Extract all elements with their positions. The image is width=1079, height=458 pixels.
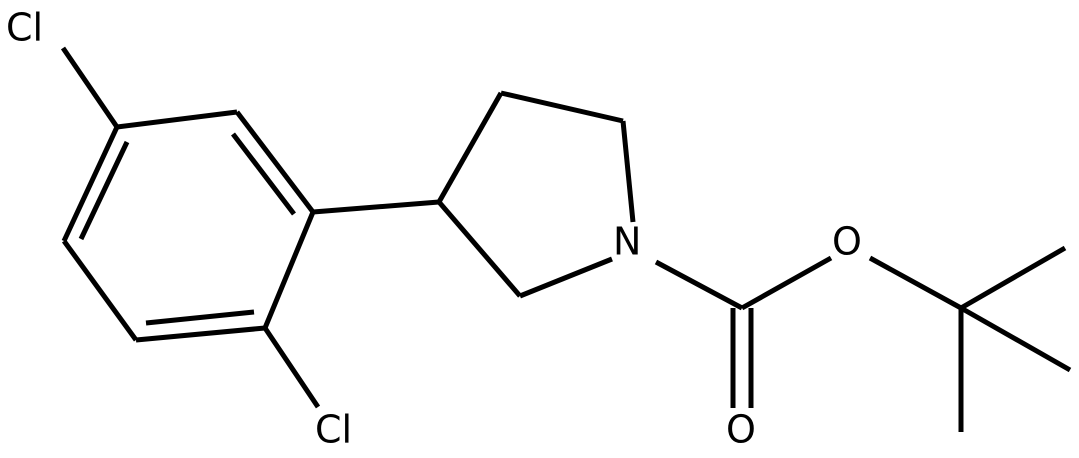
atom-carbonyl-oxygen: O	[726, 408, 756, 452]
benzene-ring	[61, 109, 316, 343]
bond-n-carbonyl-c	[654, 259, 744, 311]
bond-c1-cl-top	[60, 46, 120, 129]
bond-c6-c1	[61, 125, 120, 243]
bond-c1-c2	[116, 109, 238, 130]
bond-c3p-c4p	[436, 91, 504, 204]
bond-c5p-n	[620, 120, 636, 223]
bond-o-tbu	[868, 255, 963, 311]
atom-cl-bottom: Cl	[315, 408, 352, 452]
bond-c4-c5	[135, 325, 266, 343]
bond-n-c2p	[519, 256, 613, 299]
bond-c4-c5-inner	[145, 309, 255, 326]
bond-c3-c4	[262, 211, 316, 329]
bond-c5-c6	[61, 239, 139, 342]
pyrrolidine-ring	[436, 90, 636, 299]
bond-c2-c3-inner	[231, 132, 296, 216]
bond-c2-c3	[235, 110, 315, 214]
bond-c4-cl-bottom	[262, 326, 321, 409]
bond-c2p-c3p	[437, 200, 522, 298]
bond-c4p-c5p	[500, 90, 624, 124]
bond-aryl-pyrrolidine	[312, 199, 440, 215]
bond-carbonyl-c-o-ester	[740, 255, 833, 311]
bond-c6-c1-inner	[78, 140, 130, 241]
atom-cl-top: Cl	[6, 6, 43, 50]
bond-tbu-methyl-top	[959, 245, 1067, 311]
atom-ester-oxygen: O	[832, 220, 862, 264]
bond-tbu-methyl-right	[959, 305, 1072, 373]
atom-nitrogen: N	[613, 220, 641, 264]
